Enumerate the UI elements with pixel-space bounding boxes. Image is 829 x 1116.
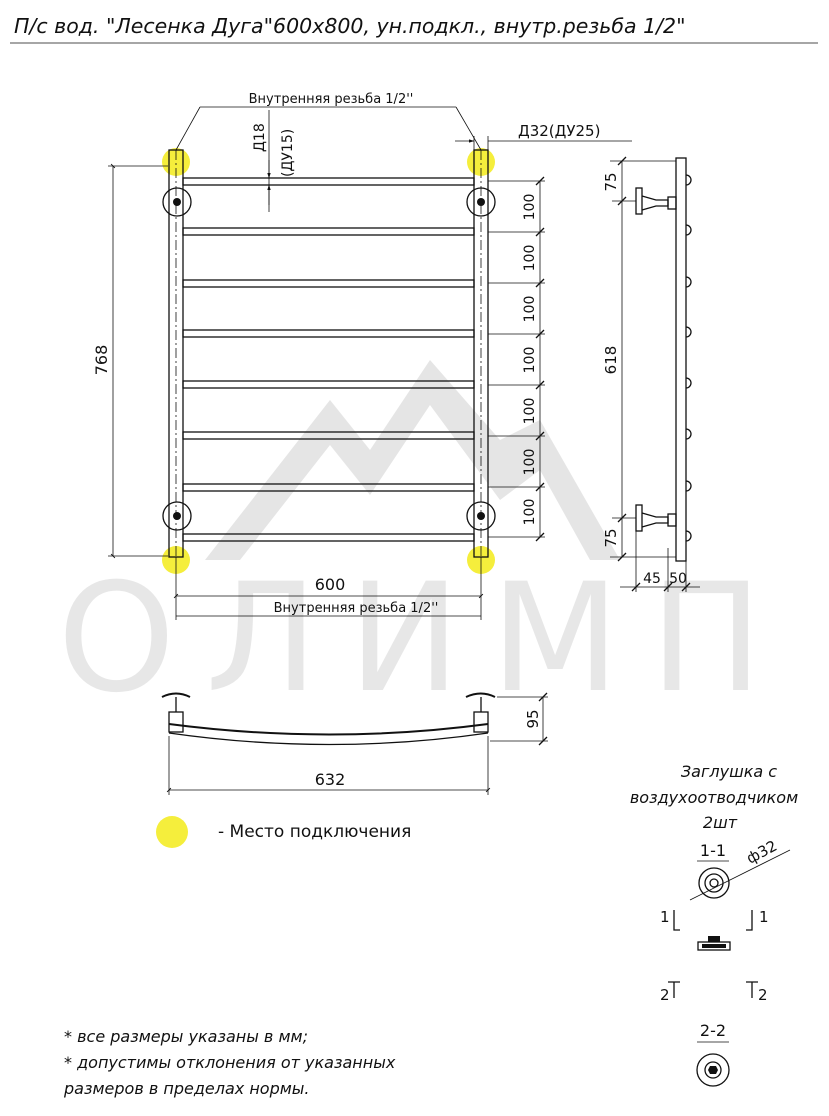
cut-mark-1-right: 1 [759,908,769,926]
label-d32: Д32(ДУ25) [518,122,600,140]
label-depth-50: 50 [669,571,687,587]
rungs [182,177,475,542]
watermark-text: ОЛИМП [57,552,792,726]
side-bracket-top [635,187,677,215]
label-width-600: 600 [315,575,346,594]
note-line-2: * допустимы отклонения от указанных [64,1053,396,1072]
side-riser [675,157,687,562]
label-plan-width-632: 632 [315,770,346,789]
cut-mark-2-right: 2 [758,986,768,1004]
notes: * все размеры указаны в мм; * допустимы … [63,1027,396,1098]
label-height-768: 768 [92,345,111,376]
dim-height-768: 768 [92,163,168,559]
label-step-6: 100 [522,449,538,476]
front-view [162,149,496,558]
side-bracket-bottom [635,504,677,532]
wall-mount-top-right [466,187,496,217]
label-step-3: 100 [522,296,538,323]
label-step-5: 100 [522,398,538,425]
watermark-logo: ОЛИМП [57,360,792,726]
legend-connection-label: - Место подключения [218,822,411,842]
legend-connection-marker [156,816,188,848]
plug-profile [697,936,731,951]
label-step-4: 100 [522,347,538,374]
connection-markers [162,148,495,574]
label-step-1: 100 [522,194,538,221]
note-line-1: * все размеры указаны в мм; [64,1027,308,1046]
plug-title-line3: 2шт [703,813,738,832]
wall-mount-bottom-left [162,501,192,531]
label-center-span-618: 618 [602,346,620,375]
label-diameter-32: ф32 [743,837,780,868]
label-depth-45: 45 [643,571,661,587]
label-top-offset-75: 75 [602,172,620,191]
plug-section-2-2 [696,1053,730,1087]
wall-mount-top-left [162,187,192,217]
label-thread-bottom: Внутренняя резьба 1/2'' [274,601,439,616]
legend: - Место подключения [156,816,411,848]
section-2-2-label: 2-2 [700,1021,726,1040]
label-step-7: 100 [522,499,538,526]
plug-detail: Заглушка с воздухоотводчиком 2шт 1-1 ф32… [630,762,798,1087]
dim-d18: Д18 (ДУ15) [252,110,296,212]
note-line-3: размеров в пределах нормы. [63,1079,310,1098]
section-1-1-label: 1-1 [700,841,726,860]
dim-d32: Д32(ДУ25) [455,122,632,150]
cut-mark-2-left: 2 [660,986,670,1004]
dim-width-600: 600 Внутренняя резьба 1/2'' [173,557,484,620]
wall-mount-bottom-right [466,501,496,531]
label-bottom-offset-75: 75 [602,528,620,547]
label-plan-depth-95: 95 [524,709,542,728]
plug-title-line2: воздухоотводчиком [630,788,798,807]
plan-curved-rung [168,723,489,736]
label-step-2: 100 [522,245,538,272]
dim-rung-steps: 100 100 100 100 100 100 100 [488,176,545,542]
label-du15: (ДУ15) [280,129,296,177]
label-d18: Д18 [252,123,268,152]
drawing-title: П/с вод. "Лесенка Дуга"600х800, ун.подкл… [14,14,686,38]
dim-thread-top: Внутренняя резьба 1/2'' [175,92,482,151]
plan-view: 632 95 [161,692,548,795]
plug-title-line1: Заглушка с [681,762,777,781]
cut-mark-1-left: 1 [660,908,670,926]
side-view: 75 618 75 45 50 [602,156,700,592]
side-rung-stubs [685,174,692,542]
label-thread-top: Внутренняя резьба 1/2'' [249,92,414,107]
